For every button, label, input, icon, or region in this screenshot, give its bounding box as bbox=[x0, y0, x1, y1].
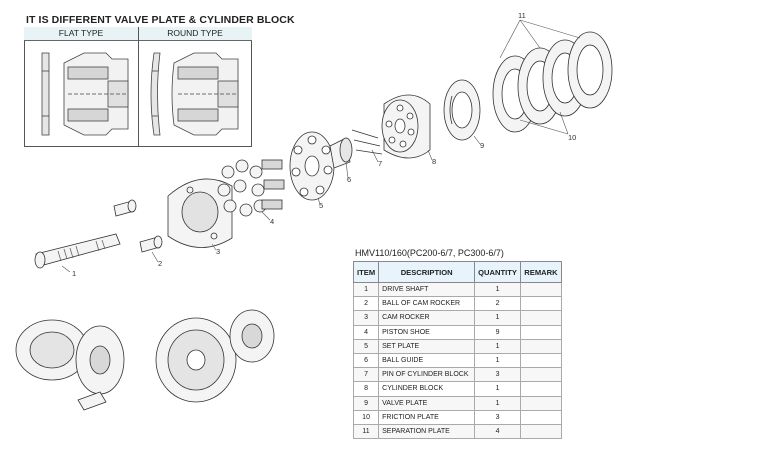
cell-remark bbox=[519, 310, 562, 326]
cell-remark bbox=[519, 338, 562, 354]
cell-quantity: 1 bbox=[474, 310, 521, 326]
cell-item: 10 bbox=[352, 409, 380, 425]
ball-guide-drawing bbox=[329, 137, 353, 169]
cell-item: 11 bbox=[352, 423, 380, 440]
flat-valve-plate-drawing bbox=[41, 52, 50, 136]
set-plate-drawing bbox=[289, 131, 335, 201]
cell-remark bbox=[519, 395, 562, 411]
cell-quantity: 4 bbox=[474, 423, 521, 440]
callout-1: 1 bbox=[72, 269, 76, 278]
cell-description: PIN OF CYLINDER BLOCK bbox=[378, 367, 476, 383]
cell-remark bbox=[519, 367, 562, 383]
table-caption: HMV110/160(PC200-6/7, PC300-6/7) bbox=[355, 248, 504, 258]
round-cylinder-block-drawing bbox=[171, 52, 239, 136]
cylinder-block-drawing bbox=[381, 94, 431, 159]
cell-remark bbox=[519, 409, 562, 425]
cell-item: 1 bbox=[352, 281, 380, 298]
cell-remark bbox=[519, 296, 562, 312]
col-header-item: ITEM bbox=[352, 261, 380, 283]
cell-item: 4 bbox=[352, 324, 380, 340]
callout-11: 11 bbox=[518, 11, 526, 20]
cell-item: 2 bbox=[352, 296, 380, 312]
cell-description: VALVE PLATE bbox=[378, 395, 476, 411]
cell-quantity: 3 bbox=[474, 409, 521, 425]
ball-of-cam-rocker-drawing bbox=[113, 199, 163, 253]
drive-shaft-drawing bbox=[34, 233, 121, 269]
cell-description: BALL GUIDE bbox=[378, 352, 476, 369]
cell-item: 8 bbox=[352, 381, 380, 397]
comparison-drawings bbox=[41, 52, 239, 136]
cell-quantity: 2 bbox=[474, 296, 521, 312]
flat-type-label: FLAT TYPE bbox=[58, 28, 104, 38]
pin-of-cylinder-block-drawing bbox=[351, 129, 383, 155]
callout-5: 5 bbox=[319, 201, 323, 210]
cell-description: DRIVE SHAFT bbox=[378, 281, 476, 298]
cell-item: 3 bbox=[352, 310, 380, 326]
cell-quantity: 1 bbox=[474, 381, 521, 397]
cell-remark bbox=[519, 423, 562, 440]
cell-description: SEPARATION PLATE bbox=[378, 423, 476, 440]
cell-description: BALL OF CAM ROCKER bbox=[378, 296, 476, 312]
cell-description: CYLINDER BLOCK bbox=[378, 381, 476, 397]
callout-10: 10 bbox=[568, 133, 576, 142]
cell-remark bbox=[519, 352, 562, 369]
cell-quantity: 1 bbox=[474, 281, 521, 298]
cell-item: 5 bbox=[352, 338, 380, 354]
col-header-description: DESCRIPTION bbox=[378, 261, 476, 283]
callout-9: 9 bbox=[480, 141, 484, 150]
callout-2: 2 bbox=[158, 259, 162, 268]
cell-quantity: 1 bbox=[474, 338, 521, 354]
cell-item: 7 bbox=[352, 367, 380, 383]
callout-6: 6 bbox=[347, 175, 351, 184]
cell-description: SET PLATE bbox=[378, 338, 476, 354]
round-type-label: ROUND TYPE bbox=[167, 28, 223, 38]
col-header-remark: REMARK bbox=[519, 261, 562, 283]
table-header-row: ITEM DESCRIPTION QUANTITY REMARK bbox=[352, 261, 562, 283]
cell-item: 9 bbox=[352, 395, 380, 411]
cell-remark bbox=[519, 381, 562, 397]
comparison-divider bbox=[138, 27, 139, 147]
callout-7: 7 bbox=[378, 159, 382, 168]
cell-item: 6 bbox=[352, 352, 380, 369]
cell-quantity: 9 bbox=[474, 324, 521, 340]
valve-plate-drawing bbox=[443, 79, 481, 141]
cell-description: PISTON SHOE bbox=[378, 324, 476, 340]
cell-remark bbox=[519, 281, 562, 298]
cell-description: CAM ROCKER bbox=[378, 310, 476, 326]
cell-quantity: 1 bbox=[474, 352, 521, 369]
assembly-cutaway-left-drawing bbox=[15, 319, 125, 411]
round-valve-plate-drawing bbox=[150, 52, 161, 136]
callout-4: 4 bbox=[270, 217, 274, 226]
cell-description: FRICTION PLATE bbox=[378, 409, 476, 425]
assembly-cutaway-right-drawing bbox=[155, 309, 275, 403]
flat-cylinder-block-drawing bbox=[63, 52, 129, 136]
piston-shoe-drawing bbox=[217, 159, 285, 217]
cam-rocker-drawing bbox=[167, 178, 233, 248]
col-header-quantity: QUANTITY bbox=[474, 261, 521, 283]
comparison-title: IT IS DIFFERENT VALVE PLATE & CYLINDER B… bbox=[26, 14, 295, 26]
callout-3: 3 bbox=[216, 247, 220, 256]
cell-quantity: 3 bbox=[474, 367, 521, 383]
callout-8: 8 bbox=[432, 157, 436, 166]
friction-separation-plates-drawing bbox=[492, 31, 613, 133]
cell-quantity: 1 bbox=[474, 395, 521, 411]
cell-remark bbox=[519, 324, 562, 340]
